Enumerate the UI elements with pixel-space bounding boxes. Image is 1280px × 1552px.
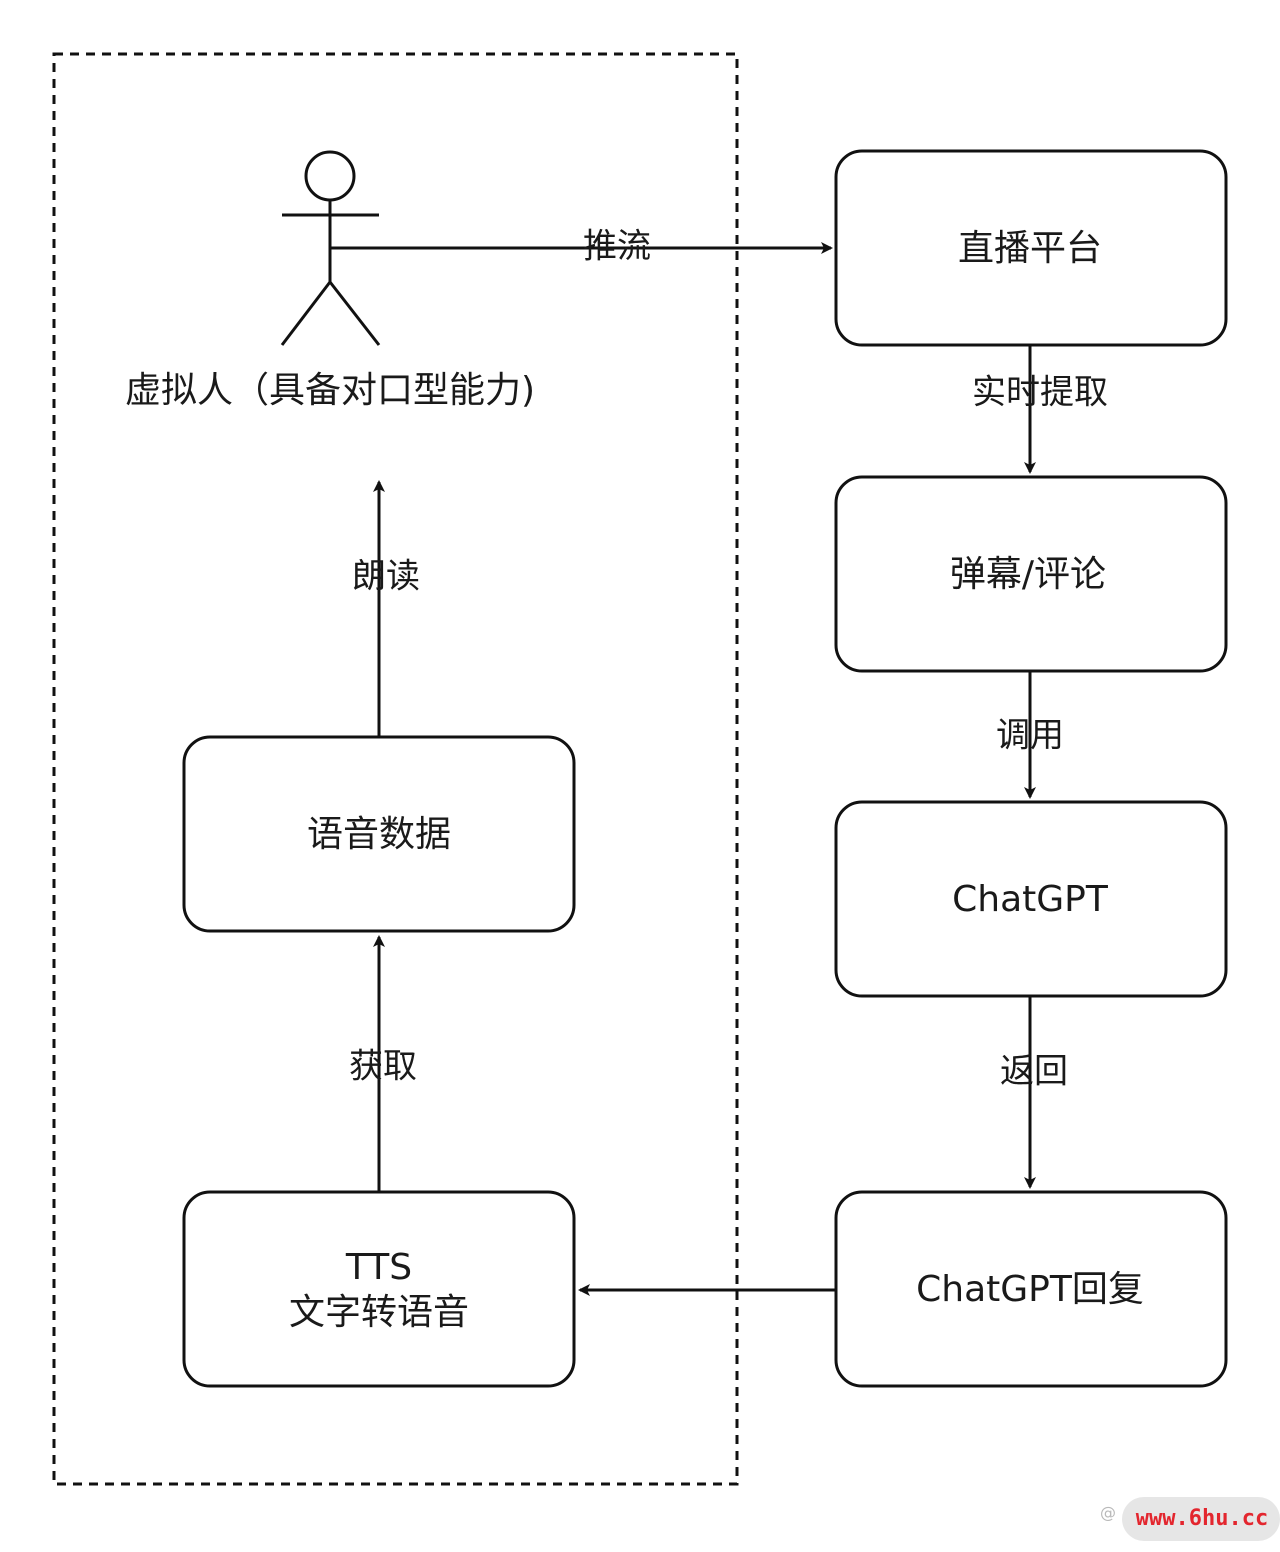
edge-label-obtain: 获取 bbox=[349, 1047, 417, 1087]
node-tts-box bbox=[182, 1190, 576, 1388]
virtual-human-boundary bbox=[52, 52, 739, 1486]
node-tts-label-line1: TTS bbox=[345, 1247, 412, 1288]
edge-label-return: 返回 bbox=[1000, 1052, 1068, 1092]
watermark: @ www.6hu.cc bbox=[1100, 1497, 1280, 1541]
node-danmaku: 弹幕/评论 bbox=[834, 475, 1228, 673]
actor-left-leg bbox=[280, 281, 332, 346]
edge-label-realtime-fetch: 实时提取 bbox=[972, 373, 1108, 413]
edge-label-invoke: 调用 bbox=[996, 716, 1064, 756]
node-tts: TTS 文字转语音 bbox=[182, 1190, 576, 1388]
node-voice-data: 语音数据 bbox=[182, 735, 576, 933]
node-chatgpt-label: ChatGPT bbox=[952, 879, 1109, 920]
watermark-text: www.6hu.cc bbox=[1136, 1506, 1268, 1531]
actor-head bbox=[304, 150, 356, 202]
node-voice-data-label: 语音数据 bbox=[307, 814, 451, 855]
node-chatgpt-reply-label: ChatGPT回复 bbox=[916, 1269, 1144, 1310]
edge-label-read-aloud: 朗读 bbox=[352, 557, 420, 597]
watermark-badge bbox=[1122, 1497, 1280, 1541]
node-chatgpt-reply: ChatGPT回复 bbox=[834, 1190, 1228, 1388]
node-live-platform: 直播平台 bbox=[834, 149, 1228, 347]
edge-label-push-stream: 推流 bbox=[583, 227, 651, 267]
actor-label: 虚拟人（具备对口型能力) bbox=[125, 370, 535, 411]
watermark-at-icon: @ bbox=[1100, 1503, 1116, 1522]
actor-right-leg bbox=[328, 281, 381, 346]
node-live-platform-label: 直播平台 bbox=[958, 228, 1102, 269]
node-tts-label-line2: 文字转语音 bbox=[289, 1292, 469, 1333]
node-danmaku-label: 弹幕/评论 bbox=[950, 554, 1106, 595]
virtual-human-actor bbox=[280, 150, 381, 346]
node-chatgpt: ChatGPT bbox=[834, 800, 1228, 998]
